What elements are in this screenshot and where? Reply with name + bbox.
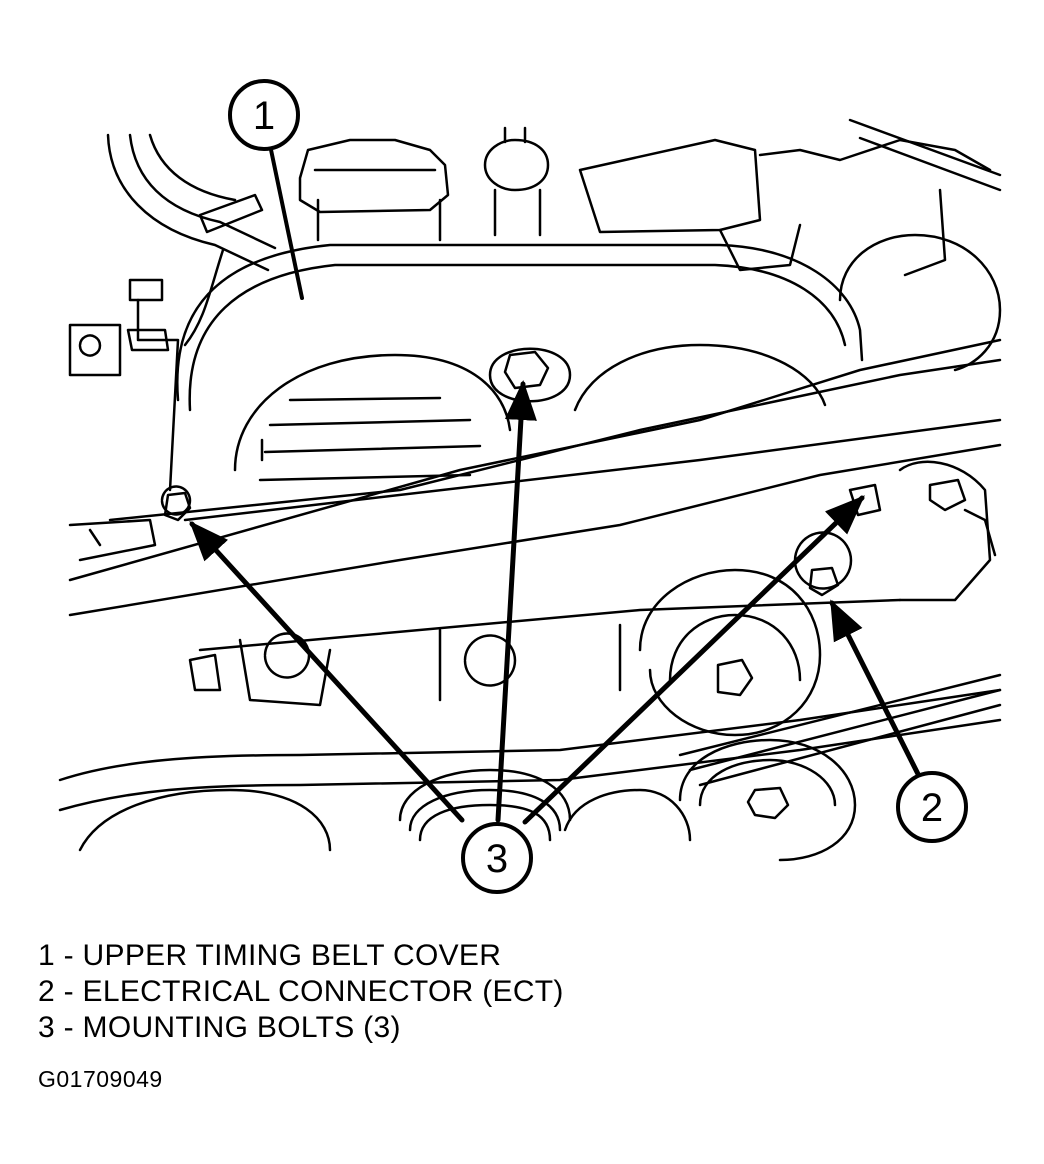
figure-id: G01709049 <box>38 1066 163 1092</box>
legend-item-1: 1 - UPPER TIMING BELT COVER <box>38 939 502 972</box>
callout-3: 3 <box>461 822 533 894</box>
legend-item-3: 3 - MOUNTING BOLTS (3) <box>38 1011 401 1044</box>
arrow-to-timing-cover <box>268 143 304 300</box>
callout-2: 2 <box>896 771 968 843</box>
legend-item-2: 2 - ELECTRICAL CONNECTOR (ECT) <box>38 975 564 1008</box>
mounting-bolt-arrows <box>189 380 865 825</box>
callout-1: 1 <box>228 79 300 151</box>
callout-1-label: 1 <box>253 94 275 138</box>
arrow-to-electrical-connector <box>829 599 923 781</box>
legend: 1 - UPPER TIMING BELT COVER 2 - ELECTRIC… <box>38 938 564 1046</box>
engine-line-art <box>58 118 1002 862</box>
callout-3-label: 3 <box>486 837 508 881</box>
arrow-to-right-bolt <box>522 495 865 825</box>
arrow-to-center-bolt <box>495 380 537 823</box>
arrow-to-left-bolt <box>189 521 465 823</box>
callout-2-label: 2 <box>921 786 943 830</box>
